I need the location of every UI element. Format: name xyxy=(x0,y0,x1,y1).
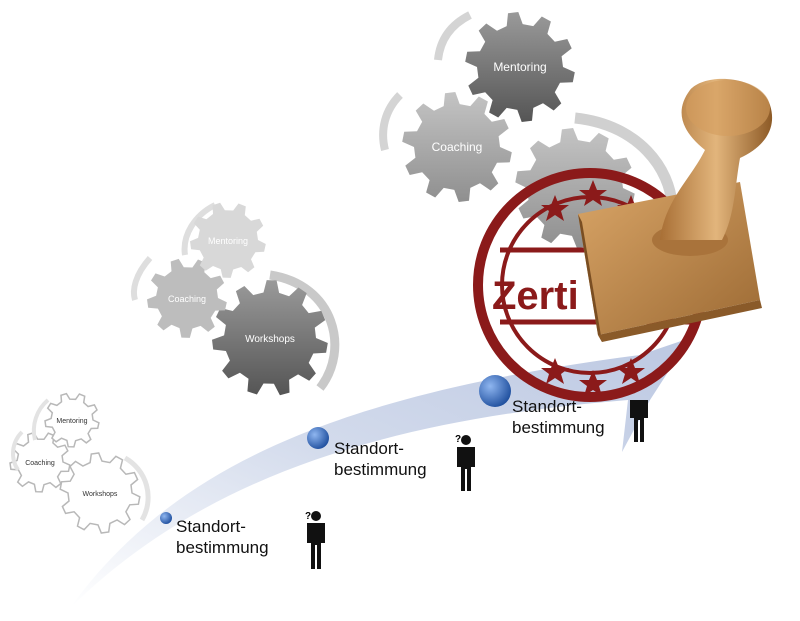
person-icon-1 xyxy=(307,511,325,569)
gear-mentoring-medium xyxy=(190,202,266,278)
gear-label-mentoring-medium: Mentoring xyxy=(208,236,248,246)
person-icon-2 xyxy=(457,435,475,491)
gear-label-workshops-small: Workshops xyxy=(83,491,118,498)
gear-coaching-medium xyxy=(147,258,227,338)
stage-label-1-line1: Standort- xyxy=(176,517,246,536)
gear-label-mentoring-large: Mentoring xyxy=(493,60,546,74)
gear-mentoring-small xyxy=(44,392,100,448)
person-icon-3 xyxy=(630,400,648,442)
milestone-node-3 xyxy=(479,375,511,407)
stage-label-1-line2: bestimmung xyxy=(176,538,269,557)
wooden-stamp-icon xyxy=(578,78,773,342)
gear-label-coaching-small: Coaching xyxy=(25,460,55,467)
stage-label-2-line2: bestimmung xyxy=(334,460,427,479)
gear-cluster-large xyxy=(379,11,678,248)
gear-cluster-medium xyxy=(130,202,340,396)
gear-workshops-small xyxy=(59,452,141,534)
cycle-arrow-large xyxy=(574,112,678,206)
stage-label-3-line1: Standort- xyxy=(512,397,582,416)
gear-mentoring-large xyxy=(465,12,575,122)
cycle-arrow-medium xyxy=(269,270,340,391)
stage-label-1: Standort- bestimmung xyxy=(176,516,269,558)
stage-label-3-line2: bestimmung xyxy=(512,418,605,437)
gear-label-coaching-large: Coaching xyxy=(432,140,483,154)
progress-path xyxy=(70,338,690,608)
stage-label-2-line1: Standort- xyxy=(334,439,404,458)
gear-workshops-medium xyxy=(212,280,328,396)
stage-label-3: Standort- bestimmung xyxy=(512,396,605,438)
person-question-2: ? xyxy=(455,434,461,445)
person-question-1: ? xyxy=(305,511,311,522)
gear-label-mentoring-small: Mentoring xyxy=(56,418,87,425)
gear-coaching-large xyxy=(402,92,512,202)
gear-cluster-small xyxy=(9,392,151,534)
milestone-node-2 xyxy=(307,427,329,449)
gear-label-coaching-medium: Coaching xyxy=(168,294,206,304)
stamp-word: Zerti xyxy=(492,274,579,318)
milestone-node-1 xyxy=(160,512,172,524)
stage-label-2: Standort- bestimmung xyxy=(334,438,427,480)
gear-label-workshops-medium: Workshops xyxy=(245,334,295,345)
cycle-arrow-small xyxy=(123,455,151,522)
